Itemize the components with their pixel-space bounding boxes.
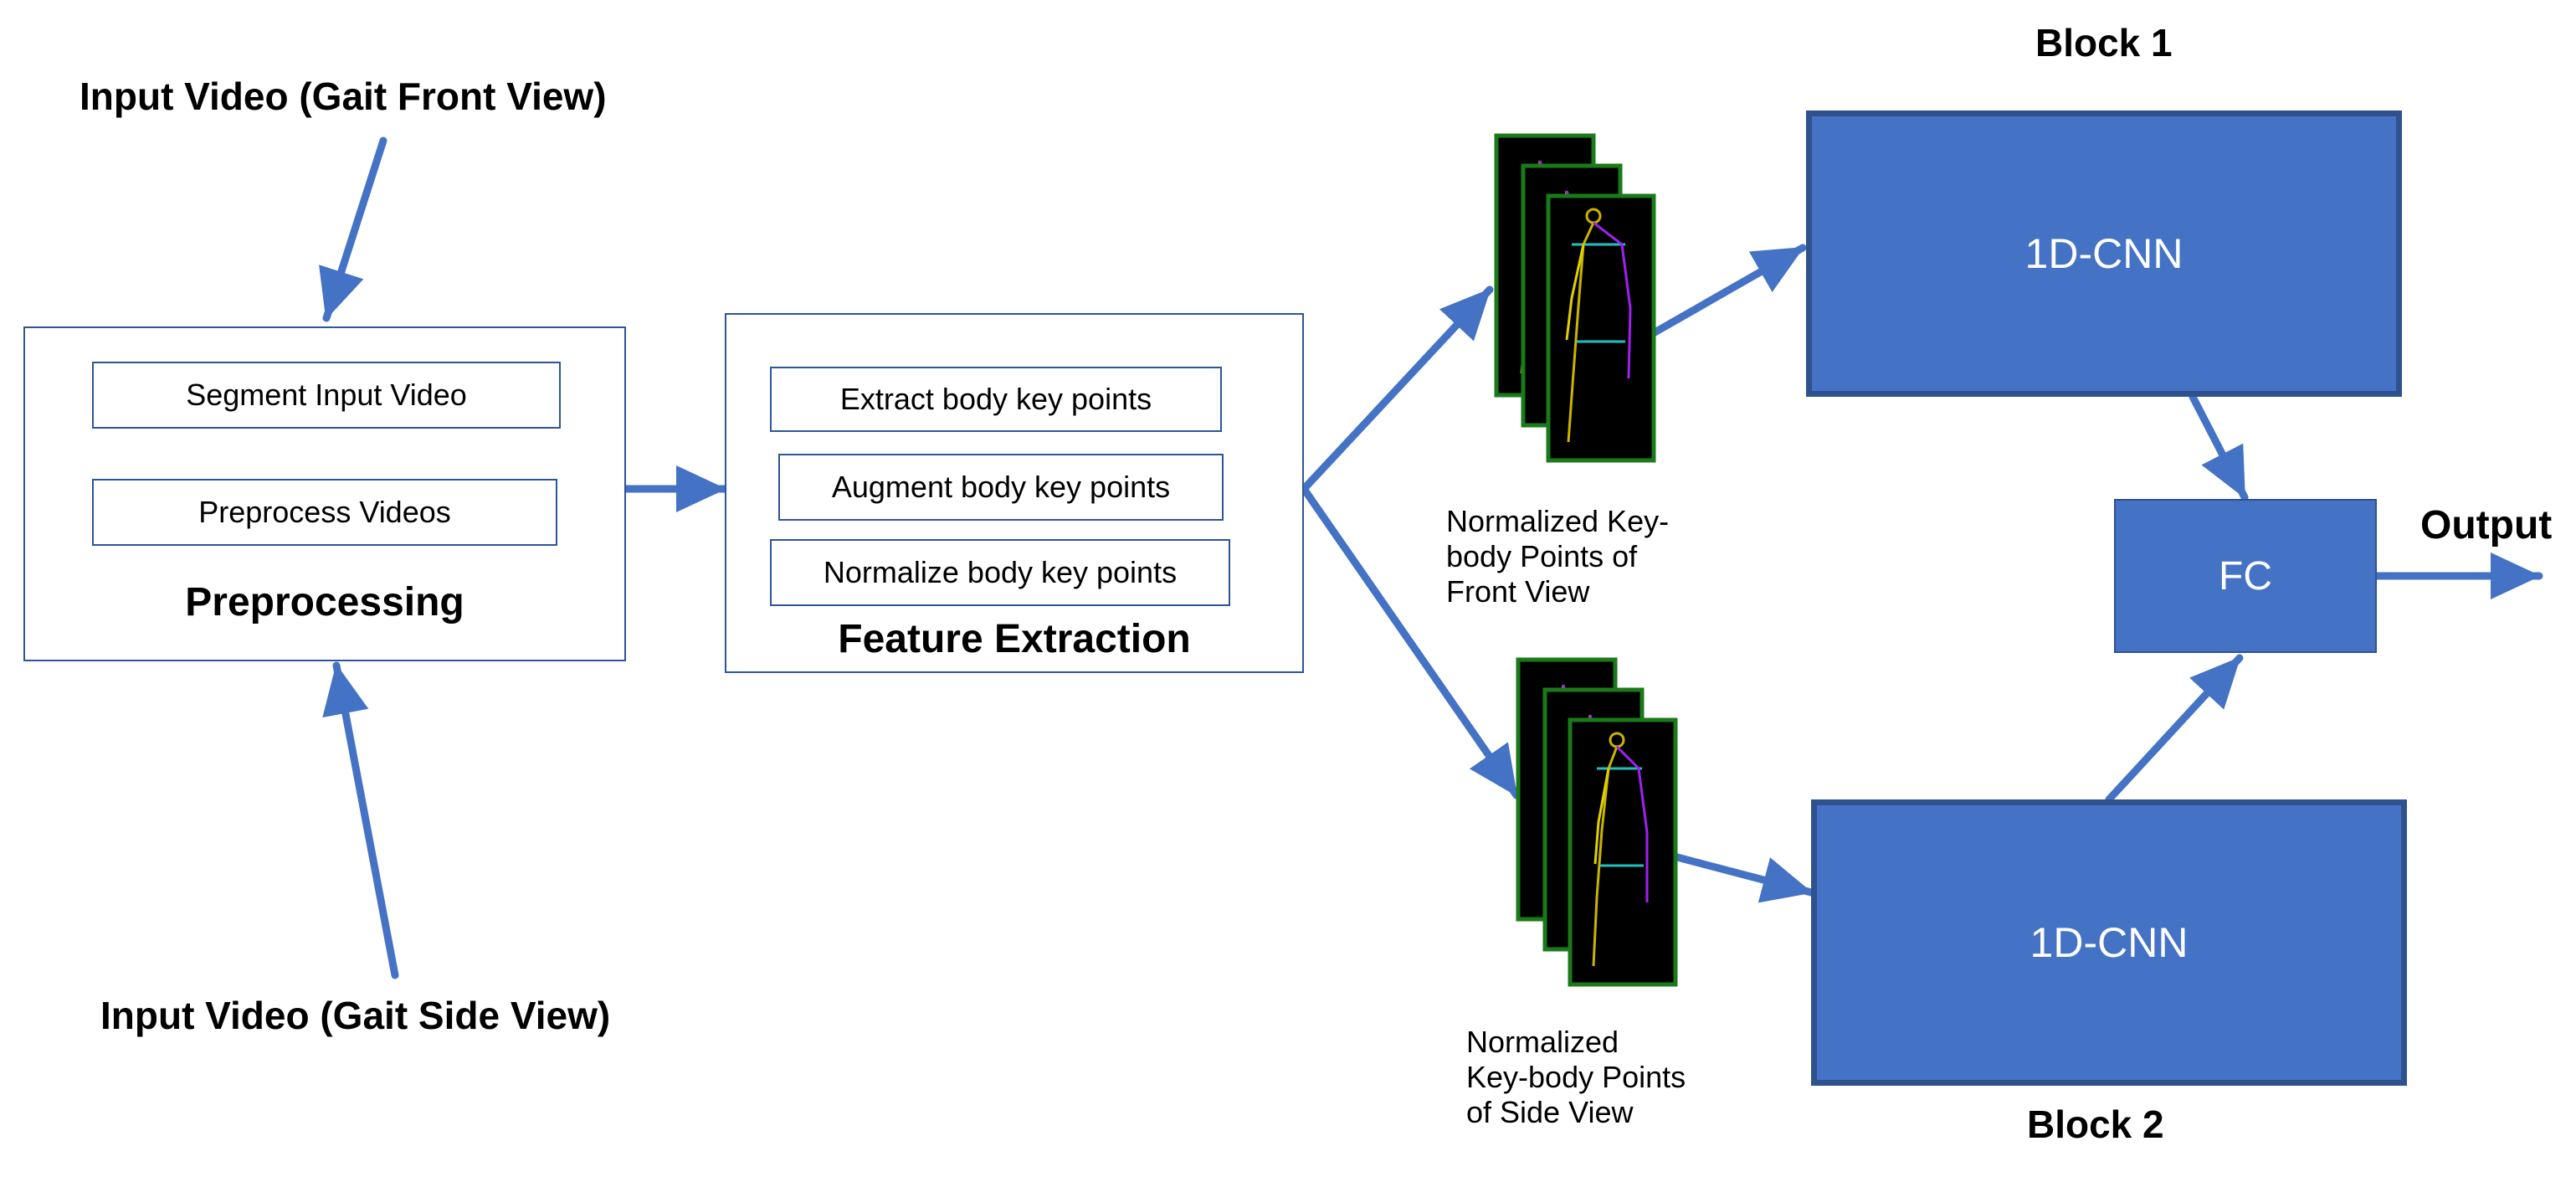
arrow-feature-extraction-to-side-keypoints [1300,485,1521,799]
preprocess-videos-step: Preprocess Videos [92,479,557,546]
side-keypoints-caption: Normalized Key-body Points of Side View [1466,1025,1686,1130]
side-frame-front [1568,717,1678,987]
front-caption-line-3: Front View [1446,574,1590,609]
block1-label: Block 1 [2035,21,2173,64]
output-label: Output [2420,503,2553,547]
arrow-block2-to-fc [2105,654,2244,804]
block1-cnn: 1D-CNN [1806,111,2402,397]
front-caption-line-1: Normalized Key- [1446,504,1670,538]
arrow-front-keypoints-to-block1 [1646,244,1807,339]
preprocessing-title: Preprocessing [185,580,464,624]
arrow-side-keypoints-to-block2 [1673,853,1815,903]
block2-cnn: 1D-CNN [1811,799,2407,1086]
side-view-keypoint-frames [1516,657,1678,987]
arrow-side-input-to-preprocessing [322,661,399,979]
front-view-input-label: Input Video (Gait Front View) [80,75,607,118]
front-frame-front [1546,193,1656,463]
feature-extraction-panel: Extract body key points Augment body key… [725,313,1304,673]
extract-keypoints-step: Extract body key points [770,367,1222,432]
side-caption-line-3: of Side View [1466,1095,1634,1129]
side-view-input-label: Input Video (Gait Side View) [100,994,611,1037]
front-keypoints-caption: Normalized Key- body Points of Front Vie… [1446,504,1669,609]
front-caption-line-2: body Points of [1446,539,1638,573]
front-view-keypoint-frames [1494,133,1656,463]
normalize-keypoints-step: Normalize body key points [770,539,1230,606]
arrow-front-input-to-preprocessing [319,136,387,322]
segment-video-step: Segment Input Video [92,362,561,429]
side-caption-line-1: Normalized [1466,1025,1619,1059]
preprocessing-panel: Segment Input Video Preprocess Videos Pr… [23,326,626,661]
fc-layer: FC [2114,499,2377,653]
side-caption-line-2: Key-body Points [1466,1060,1686,1094]
block2-label: Block 2 [2027,1102,2164,1146]
augment-keypoints-step: Augment body key points [778,454,1224,521]
arrow-block1-to-fc [2189,393,2249,501]
feature-extraction-title: Feature Extraction [838,617,1191,661]
arrow-feature-extraction-to-front-keypoints [1300,285,1494,493]
